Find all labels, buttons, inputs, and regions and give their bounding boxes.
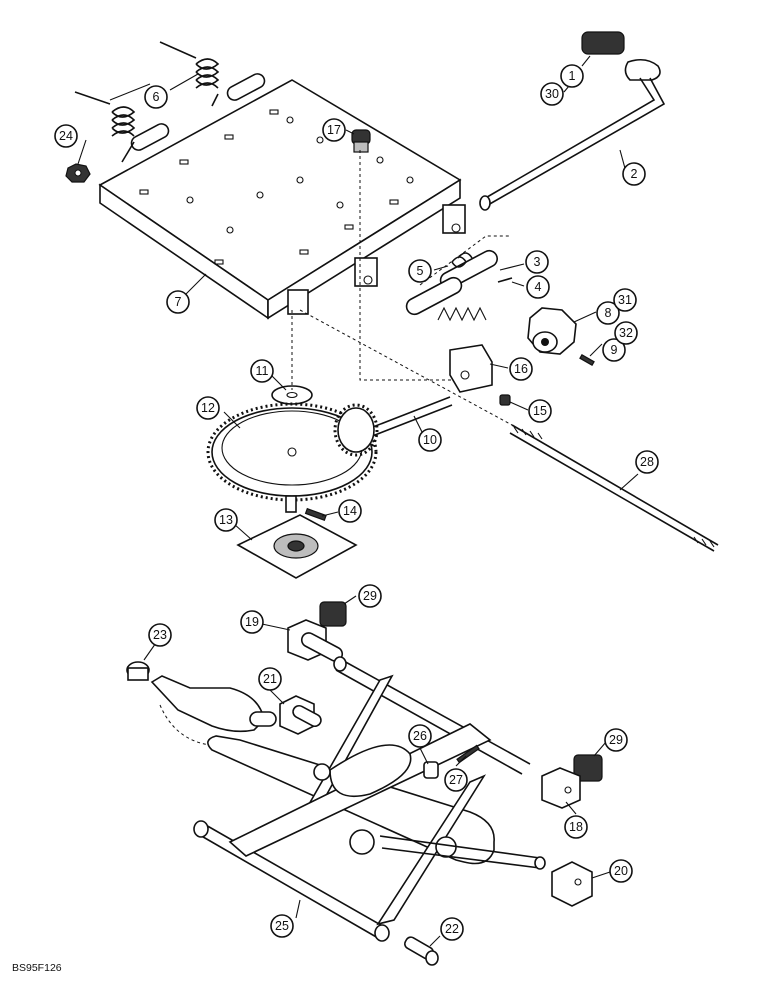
svg-text:29: 29	[609, 733, 623, 747]
callout-15: 15	[528, 399, 552, 423]
svg-text:5: 5	[417, 264, 424, 278]
base-plate	[236, 514, 358, 579]
callout-20: 20	[609, 859, 633, 883]
bracket-16	[449, 344, 511, 406]
callout-8: 8	[596, 301, 620, 325]
callout-25: 25	[270, 914, 294, 938]
callout-6: 6	[144, 85, 168, 109]
svg-text:27: 27	[449, 773, 463, 787]
svg-text:16: 16	[514, 362, 528, 376]
callout-9: 9	[602, 338, 626, 362]
spring-pair	[74, 41, 220, 163]
svg-text:14: 14	[343, 504, 357, 518]
svg-text:17: 17	[327, 123, 341, 137]
callout-32: 32	[614, 321, 638, 345]
svg-text:11: 11	[256, 364, 269, 378]
callout-1: 1	[560, 64, 584, 88]
callout-11: 11	[250, 359, 274, 383]
svg-text:2: 2	[631, 167, 638, 181]
callout-18: 18	[564, 815, 588, 839]
svg-text:28: 28	[640, 455, 654, 469]
callout-29-lower: 29	[604, 728, 628, 752]
callout-26: 26	[408, 724, 432, 748]
svg-text:25: 25	[275, 919, 289, 933]
svg-text:10: 10	[423, 433, 437, 447]
callout-27: 27	[444, 768, 468, 792]
callout-10: 10	[418, 428, 442, 452]
pedal-lever	[479, 31, 666, 211]
svg-text:3: 3	[534, 255, 541, 269]
callout-12: 12	[196, 396, 220, 420]
pinion-shaft	[333, 396, 453, 457]
callout-29-upper: 29	[358, 584, 382, 608]
knob-17	[351, 129, 371, 153]
svg-text:29: 29	[363, 589, 377, 603]
svg-text:32: 32	[619, 326, 633, 340]
callout-16: 16	[509, 357, 533, 381]
svg-text:12: 12	[201, 401, 215, 415]
svg-text:9: 9	[611, 343, 618, 357]
svg-text:23: 23	[153, 628, 167, 642]
long-threaded-rod	[509, 424, 719, 552]
callout-22: 22	[440, 917, 464, 941]
callout-2: 2	[622, 162, 646, 186]
svg-text:7: 7	[175, 295, 182, 309]
callout-3: 3	[525, 250, 549, 274]
svg-text:15: 15	[533, 404, 547, 418]
svg-text:4: 4	[535, 280, 542, 294]
callout-23: 23	[148, 623, 172, 647]
callout-21: 21	[258, 667, 282, 691]
callout-17: 17	[322, 118, 346, 142]
svg-text:18: 18	[569, 820, 583, 834]
svg-text:24: 24	[59, 129, 73, 143]
svg-text:22: 22	[445, 922, 459, 936]
svg-text:1: 1	[569, 69, 576, 83]
callout-28: 28	[635, 450, 659, 474]
callout-24: 24	[54, 124, 78, 148]
svg-text:20: 20	[614, 864, 628, 878]
svg-text:13: 13	[219, 513, 233, 527]
callout-4: 4	[526, 275, 550, 299]
svg-text:21: 21	[263, 672, 277, 686]
callout-13: 13	[214, 508, 238, 532]
scissor-frame	[126, 601, 603, 966]
svg-text:31: 31	[618, 293, 632, 307]
svg-text:30: 30	[545, 87, 559, 101]
svg-text:19: 19	[245, 615, 259, 629]
figure-code: BS95F126	[12, 962, 62, 974]
svg-text:6: 6	[153, 90, 160, 104]
shaft-spring-assembly	[405, 249, 513, 322]
callout-31: 31	[613, 288, 637, 312]
large-gear	[206, 402, 378, 522]
callout-7: 7	[166, 290, 190, 314]
svg-text:26: 26	[413, 729, 427, 743]
callout-14: 14	[338, 499, 362, 523]
adjust-knob	[527, 307, 595, 367]
callout-30: 30	[540, 82, 564, 106]
hex-nut	[65, 163, 91, 183]
svg-text:8: 8	[605, 306, 612, 320]
callout-19: 19	[240, 610, 264, 634]
callout-5: 5	[408, 259, 432, 283]
